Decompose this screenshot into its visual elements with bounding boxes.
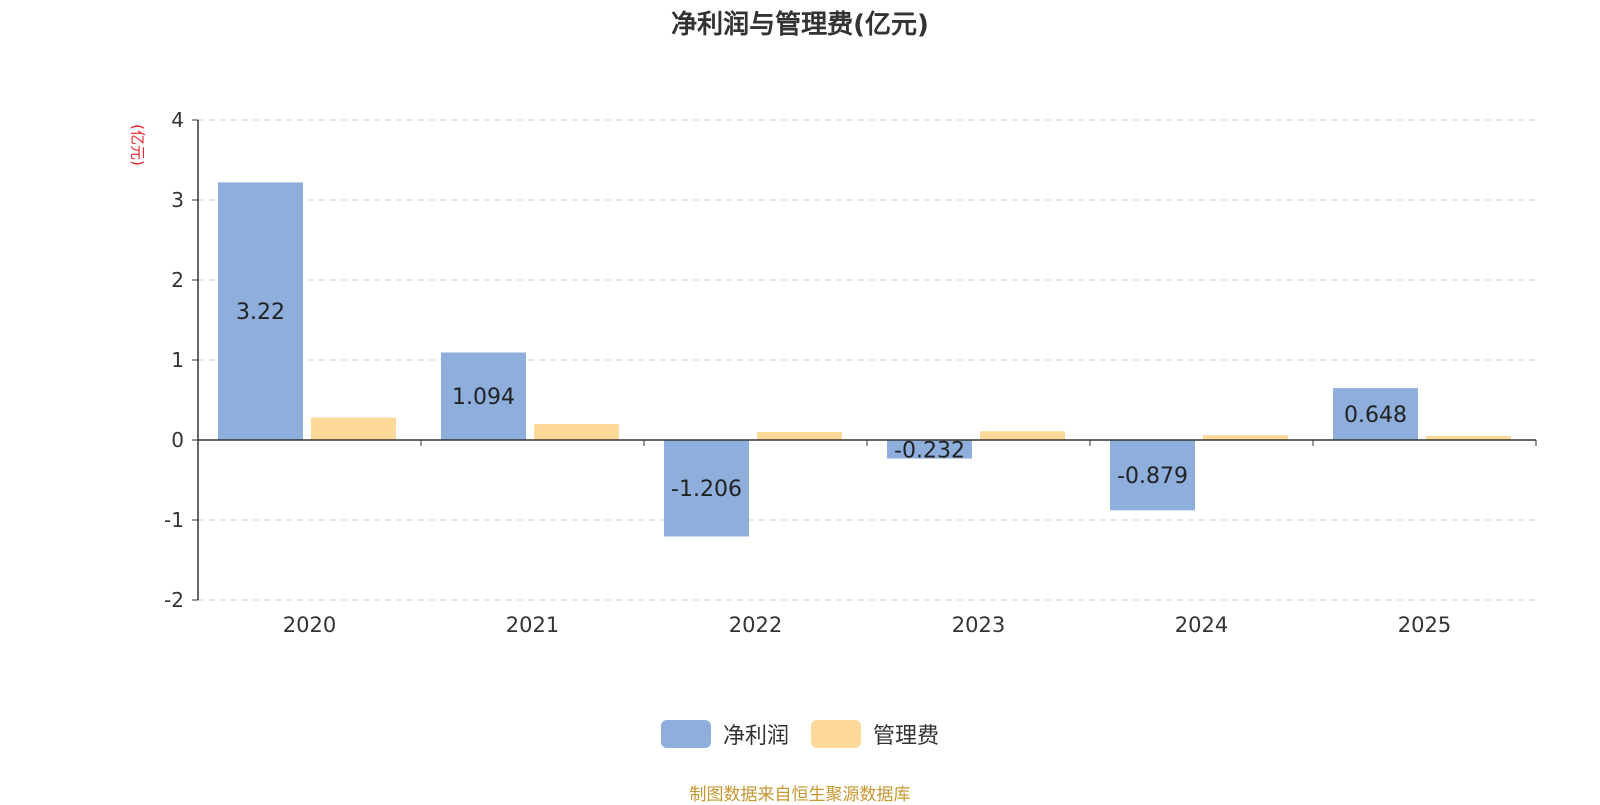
bar-management-fee-2024	[1203, 435, 1288, 440]
bar-management-fee-2021	[534, 424, 619, 440]
legend-label-net-profit: 净利润	[722, 724, 789, 749]
x-tick-label-2021: 2021	[506, 613, 559, 637]
bar-net-profit-2020	[218, 182, 303, 440]
bar-management-fee-2022	[757, 432, 842, 440]
x-tick-label-2023: 2023	[952, 613, 1005, 637]
bar-management-fee-2025	[1426, 436, 1511, 440]
bar-net-profit-2022	[664, 440, 749, 537]
bar-management-fee-2023	[980, 431, 1065, 440]
bar-net-profit-2021	[441, 352, 526, 440]
chart-title: 净利润与管理费(亿元)	[671, 10, 929, 40]
legend-item-management-fee[interactable]: 管理费	[811, 718, 939, 750]
bar-net-profit-2023	[887, 440, 972, 459]
legend-swatch-management-fee	[811, 720, 861, 748]
y-tick-label-3: 3	[171, 188, 184, 212]
y-tick-label--2: -2	[164, 588, 184, 612]
data-label-net-profit-2021: 1.094	[452, 385, 515, 410]
y-tick-label-0: 0	[171, 428, 184, 452]
x-tick-label-2022: 2022	[729, 613, 782, 637]
x-tick-label-2024: 2024	[1175, 613, 1228, 637]
legend-label-management-fee: 管理费	[873, 724, 940, 749]
bar-management-fee-2020	[311, 417, 396, 440]
legend-swatch-net-profit	[660, 720, 711, 748]
data-label-net-profit-2023: -0.232	[894, 438, 965, 463]
bar-net-profit-2024	[1110, 440, 1195, 511]
data-label-net-profit-2024: -0.879	[1117, 464, 1188, 489]
bar-net-profit-2025	[1333, 388, 1418, 440]
legend: 净利润 管理费	[0, 718, 1600, 750]
data-label-net-profit-2025: 0.648	[1344, 403, 1407, 428]
data-label-net-profit-2020: 3.22	[236, 300, 285, 325]
data-label-net-profit-2022: -1.206	[671, 477, 742, 502]
bar-chart: 4 3 2 1 0 -1 -2 3.22 1.094 -1.206 -0.232 -0.879 0.64…	[164, 108, 1537, 637]
y-tick-label-1: 1	[171, 348, 184, 372]
x-tick-label-2025: 2025	[1398, 613, 1451, 637]
legend-item-net-profit[interactable]: 净利润	[660, 718, 789, 750]
y-tick-label--1: -1	[164, 508, 184, 532]
y-tick-label-4: 4	[171, 108, 184, 132]
data-source-note: 制图数据来自恒生聚源数据库	[689, 785, 911, 805]
y-tick-label-2: 2	[171, 268, 184, 292]
x-tick-label-2020: 2020	[283, 613, 336, 637]
